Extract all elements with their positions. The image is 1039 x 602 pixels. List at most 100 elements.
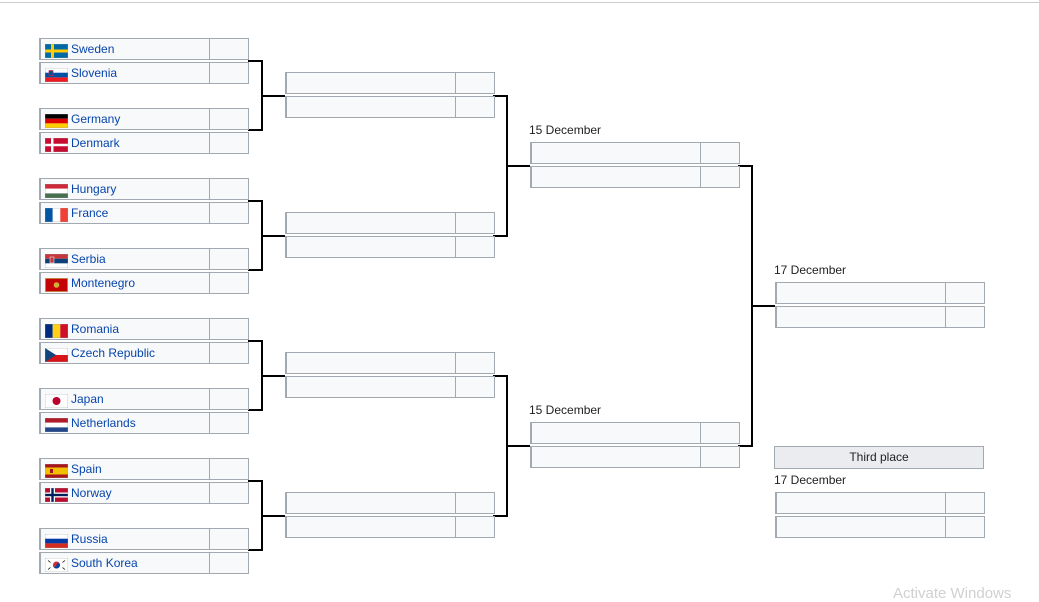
- romania-flag-icon: [45, 324, 68, 338]
- score-cell: [945, 492, 985, 514]
- team-slot: [775, 516, 985, 538]
- team-slot: Czech Republic: [39, 342, 249, 364]
- score-cell: [455, 212, 495, 234]
- team-slot: Hungary: [39, 178, 249, 200]
- team-slot: [285, 236, 495, 258]
- team-name-link[interactable]: Serbia: [71, 252, 106, 266]
- hungary-flag-icon: [45, 184, 68, 198]
- japan-flag-icon: [45, 394, 68, 408]
- team-name-link[interactable]: Norway: [71, 486, 112, 500]
- team-name-link[interactable]: Netherlands: [71, 416, 136, 430]
- team-cell: France: [40, 202, 210, 224]
- score-cell: [209, 248, 249, 270]
- score-cell: [700, 422, 740, 444]
- score-cell: [455, 492, 495, 514]
- team-name-link[interactable]: France: [71, 206, 109, 220]
- score-cell: [209, 178, 249, 200]
- denmark-flag-icon: [45, 138, 68, 152]
- team-name-link[interactable]: Czech Republic: [71, 346, 156, 360]
- score-cell: [209, 272, 249, 294]
- third-place-match: [775, 492, 985, 538]
- norway-flag-icon: [45, 488, 68, 502]
- team-slot: Sweden: [39, 38, 249, 60]
- team-name-link[interactable]: Spain: [71, 462, 102, 476]
- team-name-link[interactable]: Hungary: [71, 182, 117, 196]
- score-cell: [455, 72, 495, 94]
- final-match: [775, 282, 985, 328]
- team-slot: [530, 166, 740, 188]
- montenegro-flag-icon: [45, 278, 68, 292]
- team-cell: South Korea: [40, 552, 210, 574]
- team-name-link[interactable]: Romania: [71, 322, 120, 336]
- team-slot: [775, 306, 985, 328]
- score-cell: [455, 236, 495, 258]
- team-slot: [775, 492, 985, 514]
- team-cell: Hungary: [40, 178, 210, 200]
- semifinal-date: 15 December: [529, 123, 602, 137]
- score-cell: [455, 352, 495, 374]
- score-cell: [455, 96, 495, 118]
- final-date: 17 December: [774, 263, 847, 277]
- team-name-link[interactable]: Montenegro: [71, 276, 136, 290]
- team-name-link[interactable]: Slovenia: [71, 66, 118, 80]
- score-cell: [209, 202, 249, 224]
- team-cell: Serbia: [40, 248, 210, 270]
- germany-flag-icon: [45, 114, 68, 128]
- team-cell: Slovenia: [40, 62, 210, 84]
- team-name-link[interactable]: Denmark: [71, 136, 120, 150]
- netherlands-flag-icon: [45, 418, 68, 432]
- score-cell: [209, 412, 249, 434]
- semifinal-match-2: [530, 422, 740, 468]
- team-slot: South Korea: [39, 552, 249, 574]
- serbia-flag-icon: [45, 254, 68, 268]
- team-slot: [285, 376, 495, 398]
- czech-republic-flag-icon: [45, 348, 68, 362]
- team-slot: Russia: [39, 528, 249, 550]
- semifinal-match-1: [530, 142, 740, 188]
- team-cell: Germany: [40, 108, 210, 130]
- team-cell: Czech Republic: [40, 342, 210, 364]
- team-slot: Spain: [39, 458, 249, 480]
- team-slot: [530, 142, 740, 164]
- score-cell: [209, 458, 249, 480]
- team-name-link[interactable]: Japan: [71, 392, 104, 406]
- round2-match-1: [285, 72, 495, 118]
- team-slot: [530, 422, 740, 444]
- team-cell: Japan: [40, 388, 210, 410]
- score-cell: [455, 516, 495, 538]
- round2-match-3: [285, 352, 495, 398]
- team-slot: Slovenia: [39, 62, 249, 84]
- score-cell: [209, 528, 249, 550]
- score-cell: [455, 376, 495, 398]
- round2-match-2: [285, 212, 495, 258]
- team-slot: France: [39, 202, 249, 224]
- round2-match-4: [285, 492, 495, 538]
- spain-flag-icon: [45, 464, 68, 478]
- france-flag-icon: [45, 208, 68, 222]
- team-name-link[interactable]: Germany: [71, 112, 121, 126]
- team-name-link[interactable]: Russia: [71, 532, 108, 546]
- team-name-link[interactable]: South Korea: [71, 556, 138, 570]
- third-place-date: 17 December: [774, 473, 847, 487]
- team-slot: Denmark: [39, 132, 249, 154]
- team-slot: Norway: [39, 482, 249, 504]
- score-cell: [209, 132, 249, 154]
- score-cell: [209, 38, 249, 60]
- top-divider: [0, 2, 1039, 3]
- south-korea-flag-icon: [45, 558, 68, 572]
- team-slot: [285, 516, 495, 538]
- team-name-link[interactable]: Sweden: [71, 42, 115, 56]
- team-cell: Norway: [40, 482, 210, 504]
- slovenia-flag-icon: [45, 68, 68, 82]
- team-slot: [775, 282, 985, 304]
- score-cell: [209, 318, 249, 340]
- third-place-header: Third place: [774, 446, 984, 469]
- team-slot: [285, 96, 495, 118]
- team-slot: [285, 72, 495, 94]
- score-cell: [700, 446, 740, 468]
- russia-flag-icon: [45, 534, 68, 548]
